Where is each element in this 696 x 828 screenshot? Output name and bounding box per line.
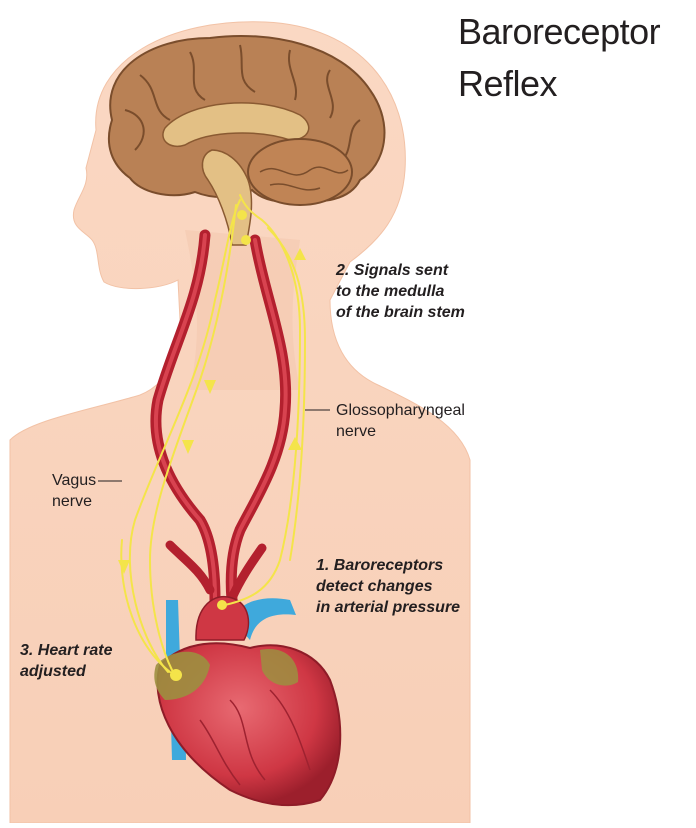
label-line: 1. Baroreceptors bbox=[316, 555, 460, 576]
label-line: detect changes bbox=[316, 576, 460, 597]
label-baroreceptors: 1. Baroreceptors detect changes in arter… bbox=[316, 555, 460, 618]
label-vagus-nerve: Vagus nerve bbox=[52, 470, 96, 512]
label-line: nerve bbox=[52, 491, 96, 512]
label-line: nerve bbox=[336, 421, 465, 442]
label-line: in arterial pressure bbox=[316, 597, 460, 618]
diagram-title-line1: Baroreceptor bbox=[458, 12, 660, 52]
label-line: 3. Heart rate bbox=[20, 640, 113, 661]
label-line: Glossopharyngeal bbox=[336, 400, 465, 421]
label-line: 2. Signals sent bbox=[336, 260, 465, 281]
label-heart-rate-adjusted: 3. Heart rate adjusted bbox=[20, 640, 113, 682]
label-line: of the brain stem bbox=[336, 302, 465, 323]
label-signals-sent: 2. Signals sent to the medulla of the br… bbox=[336, 260, 465, 323]
label-line: to the medulla bbox=[336, 281, 465, 302]
label-line: Vagus bbox=[52, 470, 96, 491]
diagram-title-line2: Reflex bbox=[458, 64, 557, 104]
label-glossopharyngeal-nerve: Glossopharyngeal nerve bbox=[336, 400, 465, 442]
label-line: adjusted bbox=[20, 661, 113, 682]
